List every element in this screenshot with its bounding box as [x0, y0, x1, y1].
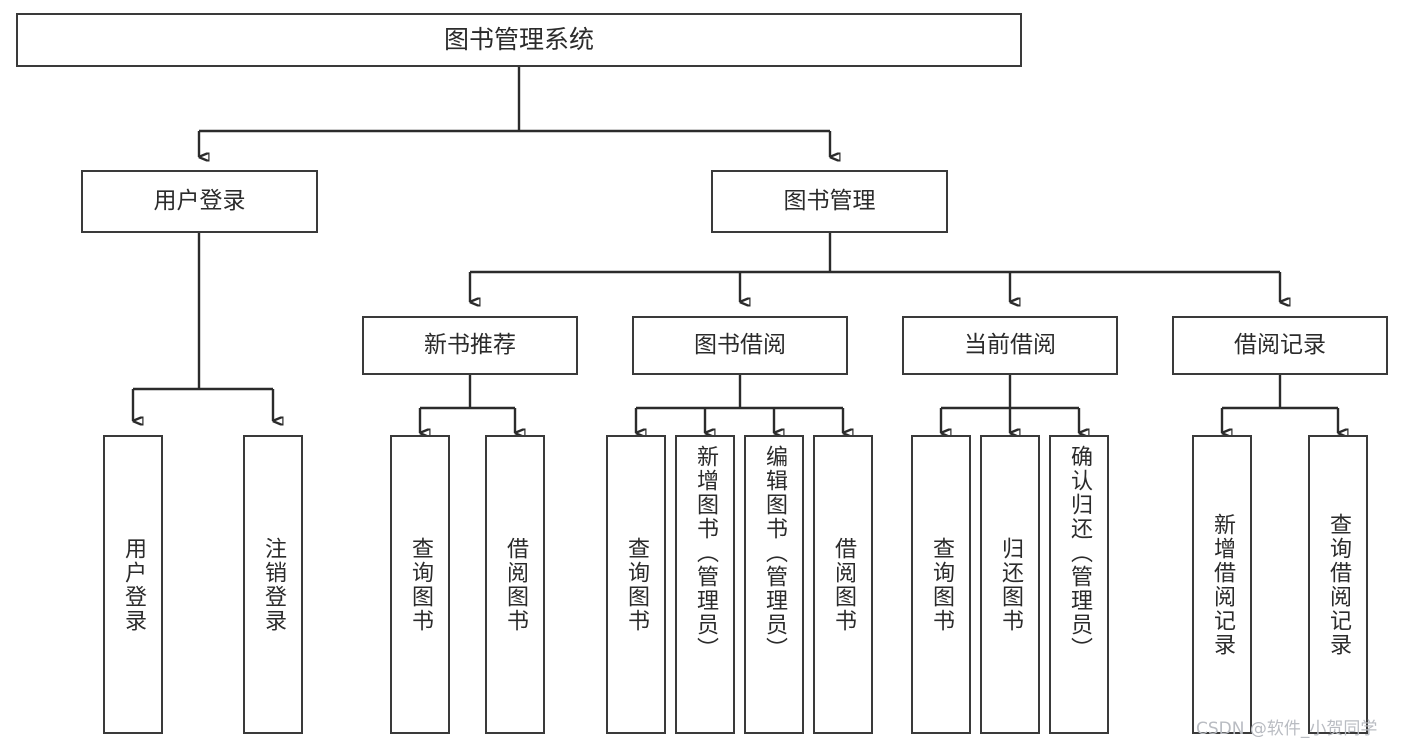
- leaf-logout[interactable]: 注销登录: [243, 435, 303, 734]
- leaf-query-borrow-record[interactable]: 查询借阅记录: [1308, 435, 1368, 734]
- leaf-label: 编辑图书（管理员）: [762, 445, 787, 661]
- leaf-label: 确认归还（管理员）: [1067, 445, 1092, 661]
- leaf-add-book-admin[interactable]: 新增图书（管理员）: [675, 435, 735, 734]
- leaf-label: 查询借阅记录: [1326, 512, 1351, 657]
- leaf-borrow-book-newbook[interactable]: 借阅图书: [485, 435, 545, 734]
- node-label: 用户登录: [153, 188, 246, 215]
- leaf-edit-book-admin[interactable]: 编辑图书（管理员）: [744, 435, 804, 734]
- leaf-label: 新增图书（管理员）: [693, 445, 718, 661]
- leaf-label: 查询图书: [929, 536, 954, 633]
- node-label: 图书管理: [783, 188, 876, 215]
- node-new-book-recommend[interactable]: 新书推荐: [362, 316, 578, 375]
- leaf-label: 查询图书: [624, 536, 649, 633]
- leaf-user-login[interactable]: 用户登录: [103, 435, 163, 734]
- leaf-label: 借阅图书: [503, 536, 528, 633]
- node-label: 当前借阅: [964, 332, 1056, 359]
- leaf-query-book-borrow[interactable]: 查询图书: [606, 435, 666, 734]
- leaf-label: 归还图书: [998, 536, 1023, 633]
- leaf-query-book-current[interactable]: 查询图书: [911, 435, 971, 734]
- leaf-label: 用户登录: [121, 536, 146, 633]
- leaf-return-book[interactable]: 归还图书: [980, 435, 1040, 734]
- leaf-label: 查询图书: [408, 536, 433, 633]
- node-book-borrow[interactable]: 图书借阅: [632, 316, 848, 375]
- node-label: 图书管理系统: [443, 24, 594, 54]
- node-label: 新书推荐: [424, 332, 516, 359]
- node-label: 借阅记录: [1234, 332, 1326, 359]
- leaf-confirm-return-admin[interactable]: 确认归还（管理员）: [1049, 435, 1109, 734]
- leaf-label: 注销登录: [261, 536, 286, 633]
- leaf-add-borrow-record[interactable]: 新增借阅记录: [1192, 435, 1252, 734]
- leaf-label: 借阅图书: [831, 536, 856, 633]
- node-current-borrow[interactable]: 当前借阅: [902, 316, 1118, 375]
- node-user-login[interactable]: 用户登录: [81, 170, 318, 233]
- watermark: CSDN @软件_小贺同学: [1196, 719, 1378, 739]
- node-borrow-record[interactable]: 借阅记录: [1172, 316, 1388, 375]
- node-book-management[interactable]: 图书管理: [711, 170, 948, 233]
- node-root-system[interactable]: 图书管理系统: [16, 13, 1022, 67]
- leaf-borrow-book[interactable]: 借阅图书: [813, 435, 873, 734]
- node-label: 图书借阅: [694, 332, 786, 359]
- leaf-query-book-newbook[interactable]: 查询图书: [390, 435, 450, 734]
- leaf-label: 新增借阅记录: [1210, 512, 1235, 657]
